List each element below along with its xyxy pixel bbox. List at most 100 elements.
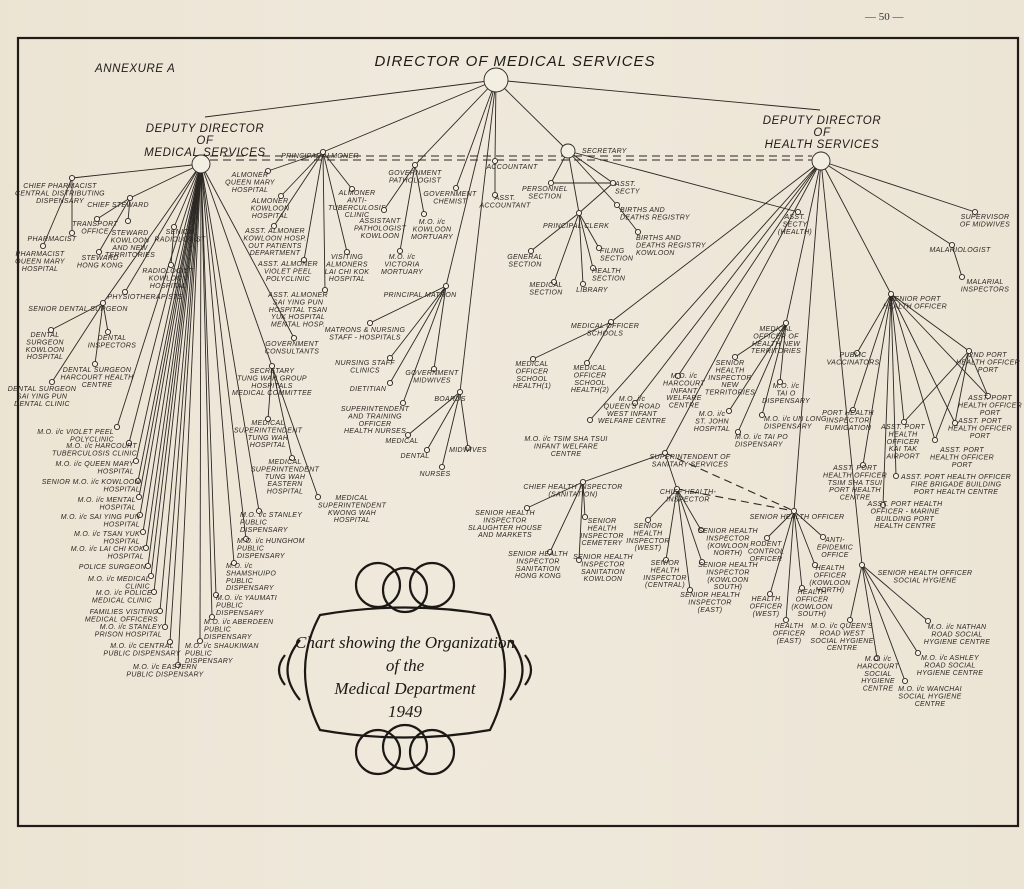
node-label-sho2: OFFICE <box>821 552 848 559</box>
node-marker <box>858 561 866 569</box>
node-label-chis1: AND MARKETS <box>477 532 532 539</box>
node-label-iw2: QUEEN'S ROAD <box>604 403 661 410</box>
node-label-cons: CONSULTANTS <box>265 348 319 355</box>
node-label-sh1: CENTRE <box>827 645 858 652</box>
node-label-tw2: SUPERINTENDENT <box>251 466 320 473</box>
node-label-sec1: SECTION <box>528 193 562 200</box>
node-marker <box>914 649 922 657</box>
node-label-p4: TSIM SHA TSUI <box>828 480 883 487</box>
node-label-dent4: DENTAL SURGEON <box>8 386 77 393</box>
node-marker <box>147 572 155 580</box>
node-label-ash: ASST. <box>783 214 805 221</box>
edge-ddms-to-mo8 <box>145 163 202 549</box>
node-label-p8: ASST. PORT <box>967 395 1012 402</box>
node-label-brd2: DENTAL <box>401 453 430 460</box>
edge-chi-to-chi4 <box>676 488 703 563</box>
node-label-mat5: OFFICER <box>359 421 392 428</box>
node-label-mo11: M.O. i/c POLICE <box>96 590 152 597</box>
node-label-radk: KOWLOON <box>149 275 188 282</box>
edge-ddms-to-mo6 <box>139 163 202 516</box>
edge-ddhs-to-sss <box>664 160 822 454</box>
node-marker <box>529 355 537 363</box>
edge-nt-to-nt2 <box>779 322 787 383</box>
edge-dent-to-dent3 <box>94 302 104 365</box>
node-label-p2: INSPECTOR <box>826 417 869 424</box>
node-label-chi5: (EAST) <box>698 607 723 614</box>
node-marker <box>776 378 784 386</box>
node-marker <box>104 328 112 336</box>
node-marker <box>583 359 591 367</box>
node-label-sss: SUPERINTENDENT OF <box>650 454 731 461</box>
edge-dent-to-dent4 <box>51 302 104 383</box>
node-label-mo14: M.O. i/c CENTRAL <box>110 643 174 650</box>
office-circle-dms <box>483 67 509 93</box>
node-label-nt4: M.O. i/c UN LONG <box>764 416 827 423</box>
node-label-mat1: MATRONS & NURSING <box>325 327 406 334</box>
node-marker <box>662 556 670 564</box>
node-marker <box>93 215 101 223</box>
edge-ddhs-to-sho <box>793 160 822 512</box>
node-label-mos: SCHOOLS <box>587 330 623 337</box>
node-label-chis1: SENIOR HEALTH <box>475 510 535 517</box>
node-marker <box>931 436 939 444</box>
node-label-mal1: INSPECTORS <box>961 286 1009 293</box>
node-label-tw3: HOSPITAL <box>334 517 371 524</box>
node-label-p8: HEALTH OFFICER <box>958 402 1022 409</box>
edge-dms-to-sec <box>495 79 569 152</box>
node-label-pc1: GENERAL <box>507 254 543 261</box>
node-label-mos: MEDICAL OFFICER <box>571 323 639 330</box>
node-label-sho3: OFFICER <box>750 603 783 610</box>
deputy-label-ddms: DEPUTY DIRECTOR <box>146 123 264 135</box>
cross-link <box>968 350 989 397</box>
node-marker <box>849 406 857 414</box>
edge-ddms-to-tw <box>200 163 273 367</box>
edge-ddhs-to-mos <box>610 160 822 323</box>
node-marker <box>39 242 47 250</box>
node-label-mo19: SHAMSHUIPO <box>226 570 276 577</box>
node-label-mo15: PUBLIC DISPENSARY <box>126 671 204 678</box>
edges <box>42 79 989 682</box>
node-label-sh5: HYGIENE CENTRE <box>924 639 990 646</box>
edge-mos-to-mos1 <box>532 321 612 360</box>
office-circle-ddms <box>191 154 211 174</box>
node-label-p3: OFFICER <box>887 439 920 446</box>
edge-nt-to-nt4 <box>761 322 787 416</box>
node-marker <box>589 264 597 272</box>
node-label-mo16: DISPENSARY <box>185 658 234 665</box>
cross-link <box>578 182 614 214</box>
node-label-mo20: M.O. i/c HUNGHOM <box>237 538 305 545</box>
node-label-p4: ASST. PORT <box>832 465 877 472</box>
node-label-mo8: M.O. i/c LAI CHI KOK <box>71 546 144 553</box>
node-label-pharm: CENTRAL DISTRIBUTING <box>15 190 105 197</box>
node-label-sho5: HEALTH <box>798 589 828 596</box>
node-label-p7: PORT <box>978 367 999 374</box>
node-marker <box>673 485 681 493</box>
node-label-brd1: MEDICAL <box>385 438 418 445</box>
edge-dms-to-chem <box>455 79 497 189</box>
edge-ddms-to-mo17 <box>200 163 213 618</box>
node-marker <box>790 507 798 515</box>
node-label-alm4: VIOLET PEEL <box>264 268 312 275</box>
node-label-alm2: ALMONER <box>251 198 289 205</box>
node-label-bd: BIRTHS AND <box>620 207 665 214</box>
node-label-chi: CHIEF HEALTH- <box>660 489 717 496</box>
node-label-p4: PORT HEALTH <box>829 487 881 494</box>
edge-stew-to-trans <box>96 197 131 220</box>
node-label-radk: HOSPITAL <box>150 283 187 290</box>
edge-sec-to-sec2 <box>567 150 614 184</box>
node-marker <box>142 544 150 552</box>
node-marker <box>95 248 103 256</box>
node-label-path3: VICTORIA <box>384 261 419 268</box>
node-label-sho6: HEALTH <box>816 565 846 572</box>
node-label-chis1: INSPECTOR <box>483 517 526 524</box>
edge-pc-to-pc3 <box>578 212 584 285</box>
node-label-sh2: M.O. i/c <box>865 656 892 663</box>
node-label-alm5: ASST. ALMONER <box>267 292 328 299</box>
node-label-mos2: OFFICER <box>574 372 607 379</box>
node-label-chi1: INSPECTOR <box>626 538 669 545</box>
node-label-mos2: MEDICAL <box>573 365 606 372</box>
node-label-sho5: SOUTH) <box>798 611 827 618</box>
node-label-chi3: INSPECTOR <box>706 535 749 542</box>
node-marker <box>661 449 669 457</box>
node-marker <box>423 446 431 454</box>
